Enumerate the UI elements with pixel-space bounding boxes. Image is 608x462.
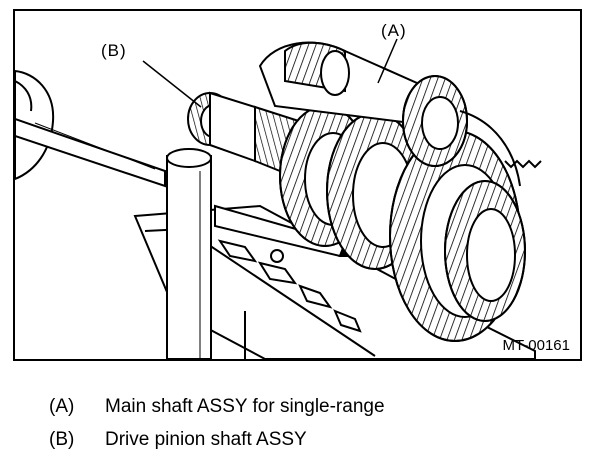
legend: (A) Main shaft ASSY for single-range (B)… <box>49 390 385 456</box>
transmission-illustration <box>15 38 542 359</box>
guide-post <box>166 148 212 359</box>
callout-label-b: (B) <box>101 41 127 60</box>
legend-item: (A) Main shaft ASSY for single-range <box>49 390 385 423</box>
legend-key: (B) <box>49 429 75 450</box>
main-shaft <box>258 41 542 187</box>
legend-item: (B) Drive pinion shaft ASSY <box>49 423 385 456</box>
legend-text: Drive pinion shaft ASSY <box>105 429 307 450</box>
figure-id: MT-00161 <box>502 337 570 354</box>
callout-label-a: (A) <box>381 21 407 40</box>
callout-leaders <box>142 38 398 108</box>
illustration-frame: (A) (B) MT-00161 <box>13 9 582 361</box>
legend-text: Main shaft ASSY for single-range <box>105 396 385 417</box>
gear-cluster <box>279 105 526 342</box>
legend-key: (A) <box>49 396 75 417</box>
